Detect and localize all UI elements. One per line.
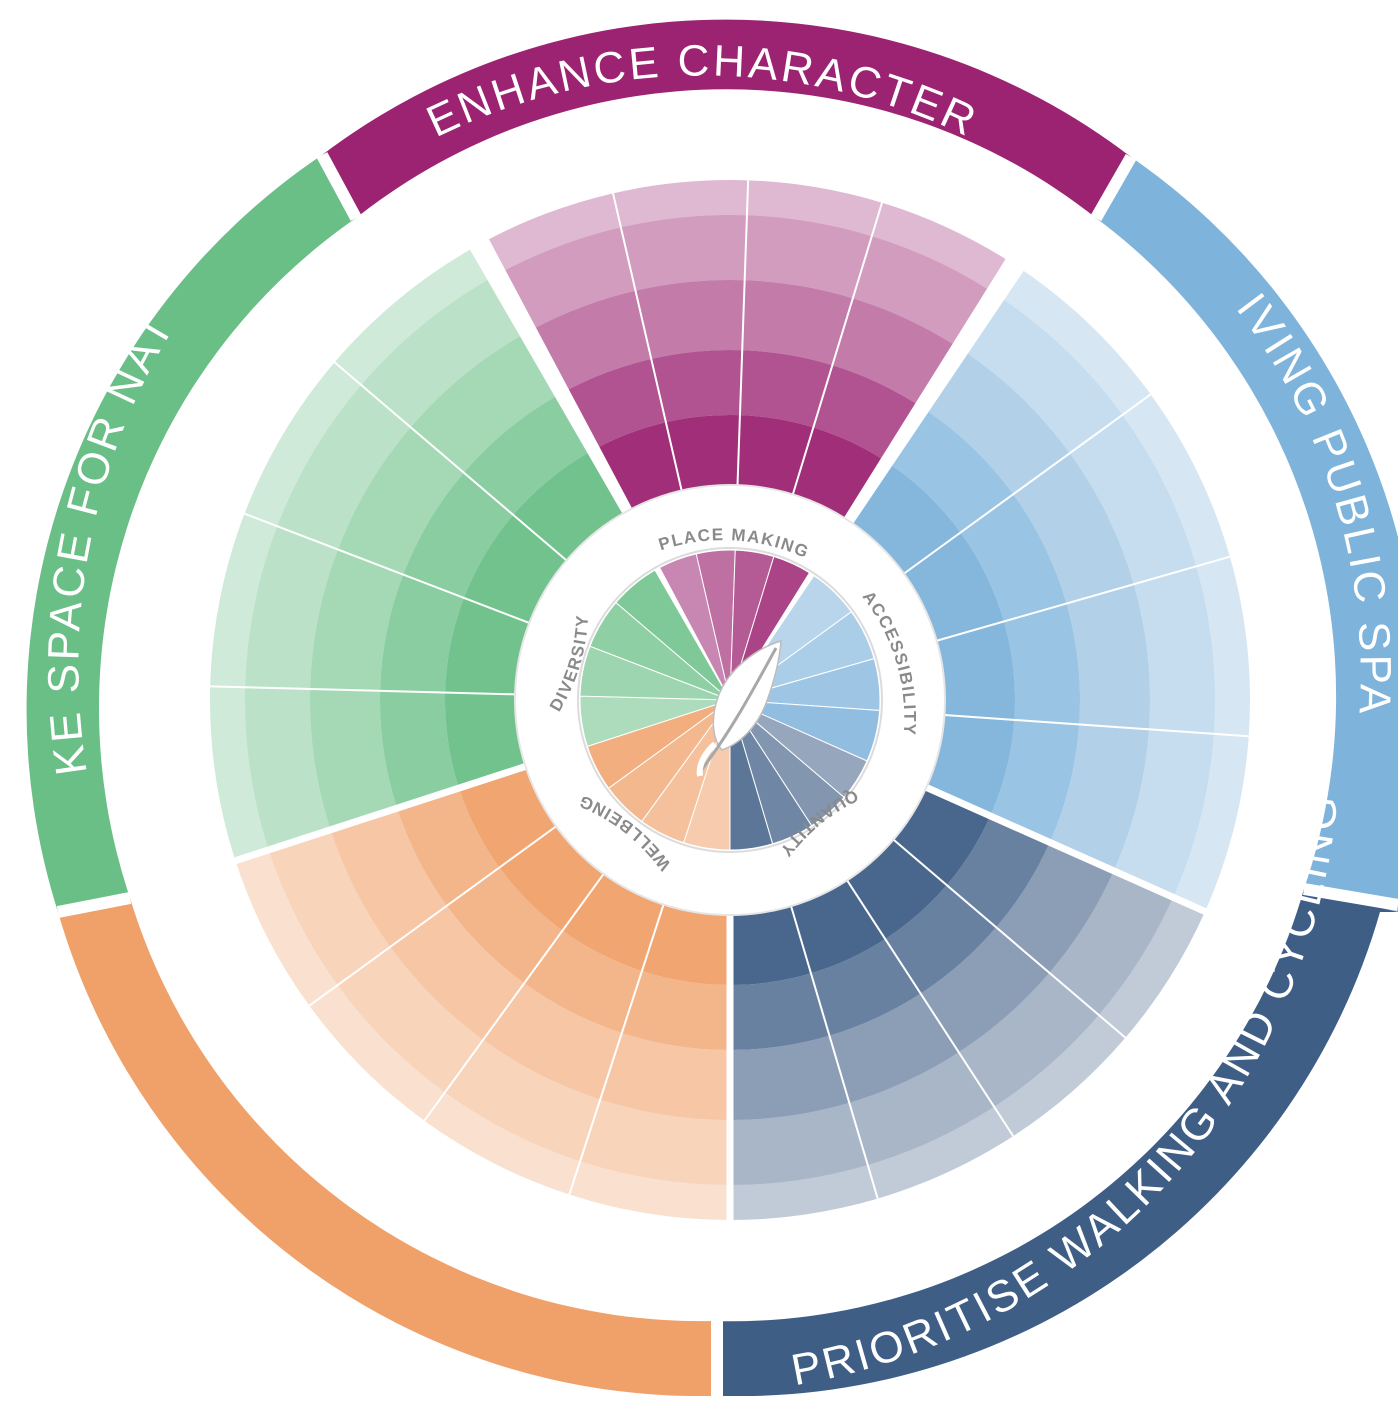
sector-divider xyxy=(612,193,683,491)
sector-orange-band-5 xyxy=(235,849,730,1220)
sector-blue-band-5 xyxy=(1001,268,1250,912)
sector-navy-band-2 xyxy=(730,815,1050,1050)
sector-divider xyxy=(308,825,557,1007)
outer-segment-enhance-character xyxy=(322,19,1131,219)
sector-orange-band-1 xyxy=(458,766,730,985)
sector-divider xyxy=(944,714,1249,738)
sector-navy-band-5 xyxy=(730,897,1206,1220)
sector-orange-band-3 xyxy=(330,808,730,1120)
sector-divider xyxy=(423,873,605,1122)
sector-orange-band-2 xyxy=(397,788,730,1050)
sector-green-band-1 xyxy=(445,453,623,789)
sector-divider xyxy=(244,512,530,624)
wheel-sectors xyxy=(209,180,1250,1225)
sector-blue-band-3 xyxy=(925,351,1150,871)
outer-segment-increase-sustainability xyxy=(58,898,712,1397)
sector-divider xyxy=(333,361,568,562)
sector-divider xyxy=(791,202,883,495)
sector-divider xyxy=(936,555,1231,642)
sector-green-band-4 xyxy=(244,279,520,850)
sector-navy-band-3 xyxy=(730,842,1114,1120)
sector-blue-band-2 xyxy=(889,409,1080,843)
outer-segment-prioritise-walking-cycling xyxy=(712,889,1398,1397)
outer-ring xyxy=(26,19,1398,1397)
sector-divider xyxy=(790,905,879,1199)
sector-green-band-2 xyxy=(380,396,588,809)
sector-divider xyxy=(892,838,1127,1039)
hub-sectors xyxy=(579,549,881,851)
hub-sector-green xyxy=(615,569,731,701)
sector-divider xyxy=(568,904,665,1195)
sector-separator xyxy=(847,262,1027,524)
sector-separator xyxy=(229,763,527,866)
sector-green-band-3 xyxy=(310,336,555,830)
sector-green-band-5 xyxy=(209,249,488,861)
sector-divider xyxy=(210,685,516,696)
sector-separator xyxy=(480,234,633,512)
sector-divider xyxy=(903,393,1152,575)
sector-divider xyxy=(846,879,1015,1137)
sector-navy-band-1 xyxy=(730,787,991,985)
sector-navy-band-4 xyxy=(730,870,1174,1185)
sector-separator xyxy=(924,784,1212,917)
sector-divider xyxy=(736,180,750,486)
sector-blue-band-1 xyxy=(850,463,1016,816)
outer-segment-thriving-public-spaces xyxy=(1096,157,1398,912)
sector-orange-band-4 xyxy=(268,829,730,1185)
leaf-icon xyxy=(696,639,782,777)
outer-segment-make-space-for-nature xyxy=(26,155,356,912)
sector-blue-band-4 xyxy=(964,297,1215,898)
